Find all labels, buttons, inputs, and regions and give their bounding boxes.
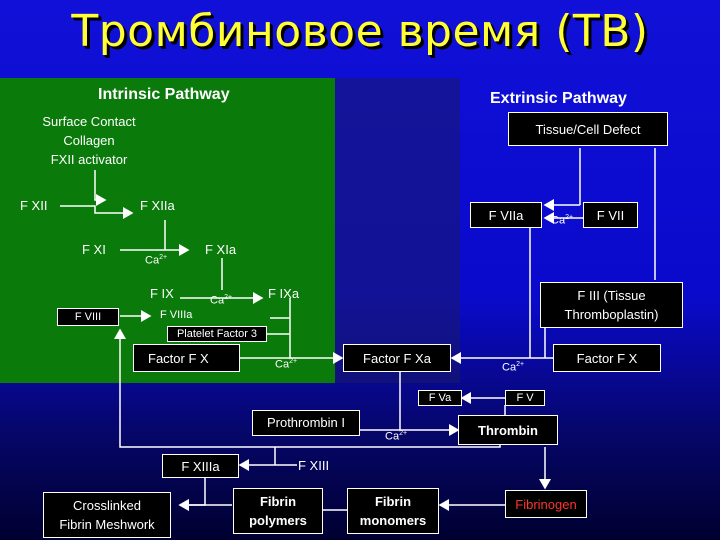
surface-contact-box: Surface Contact Collagen FXII activator	[0, 108, 178, 172]
fv-box: F V	[505, 390, 545, 406]
fibrin-monomers-line-2: monomers	[359, 513, 427, 528]
fxiia-label: F XIIa	[140, 198, 175, 213]
fibrin-monomers-line-1: Fibrin	[374, 494, 412, 509]
calcium-label: Ca2+	[385, 430, 408, 443]
calcium-label: Ca2+	[275, 358, 298, 371]
fxiiia-box: F XIIIa	[162, 454, 239, 478]
calcium-label: Ca2+	[145, 254, 168, 267]
crosslinked-line-2: Fibrin Meshwork	[59, 517, 155, 532]
fiii-line-2: Thromboplastin)	[564, 307, 659, 322]
fviia-box: F VIIa	[470, 202, 542, 228]
fxiii-label: F XIII	[298, 458, 330, 473]
surface-contact-line: Surface Contact	[42, 113, 136, 129]
prothrombin-box: Prothrombin I	[252, 410, 360, 436]
fxia-label: F XIa	[205, 242, 237, 257]
calcium-label: Ca2+	[502, 361, 525, 374]
factor-fx-left-box: Factor F X	[133, 344, 240, 372]
extrinsic-pathway-header: Extrinsic Pathway	[490, 90, 627, 107]
fxi-label: F XI	[82, 242, 106, 257]
fiii-box: F III (Tissue Thromboplastin)	[540, 282, 683, 328]
page-title: Тромбиновое время (ТВ)	[71, 6, 649, 57]
tissue-defect-box: Tissue/Cell Defect	[508, 112, 668, 146]
fibrin-polymers-box: Fibrin polymers	[233, 488, 323, 534]
fva-box: F Va	[418, 390, 462, 406]
platelet-factor-box: Platelet Factor 3	[167, 326, 267, 342]
fibrin-polymers-line-1: Fibrin	[259, 494, 297, 509]
fxii-label: F XII	[20, 198, 48, 213]
fibrin-polymers-line-2: polymers	[249, 513, 307, 528]
intrinsic-pathway-header: Intrinsic Pathway	[98, 86, 230, 103]
crosslinked-line-1: Crosslinked	[73, 498, 141, 513]
fxii-activator-line: FXII activator	[50, 151, 128, 167]
thrombin-box: Thrombin	[458, 415, 558, 445]
crosslinked-box: Crosslinked Fibrin Meshwork	[43, 492, 171, 538]
collagen-line: Collagen	[63, 132, 115, 148]
fviii-box: F VIII	[57, 308, 119, 326]
fibrin-monomers-box: Fibrin monomers	[347, 488, 439, 534]
calcium-label: Ca2+	[210, 294, 233, 307]
middle-panel	[335, 78, 460, 383]
fvii-box: F VII	[583, 202, 638, 228]
fviiia-label: F VIIIa	[160, 309, 193, 321]
factor-fxa-box: Factor F Xa	[343, 344, 451, 372]
fixa-label: F IXa	[268, 286, 300, 301]
factor-fx-right-box: Factor F X	[553, 344, 661, 372]
fibrinogen-box: Fibrinogen	[505, 490, 587, 518]
fiii-line-1: F III (Tissue	[577, 288, 646, 303]
fix-label: F IX	[150, 286, 174, 301]
calcium-label: Ca2+	[551, 214, 574, 227]
